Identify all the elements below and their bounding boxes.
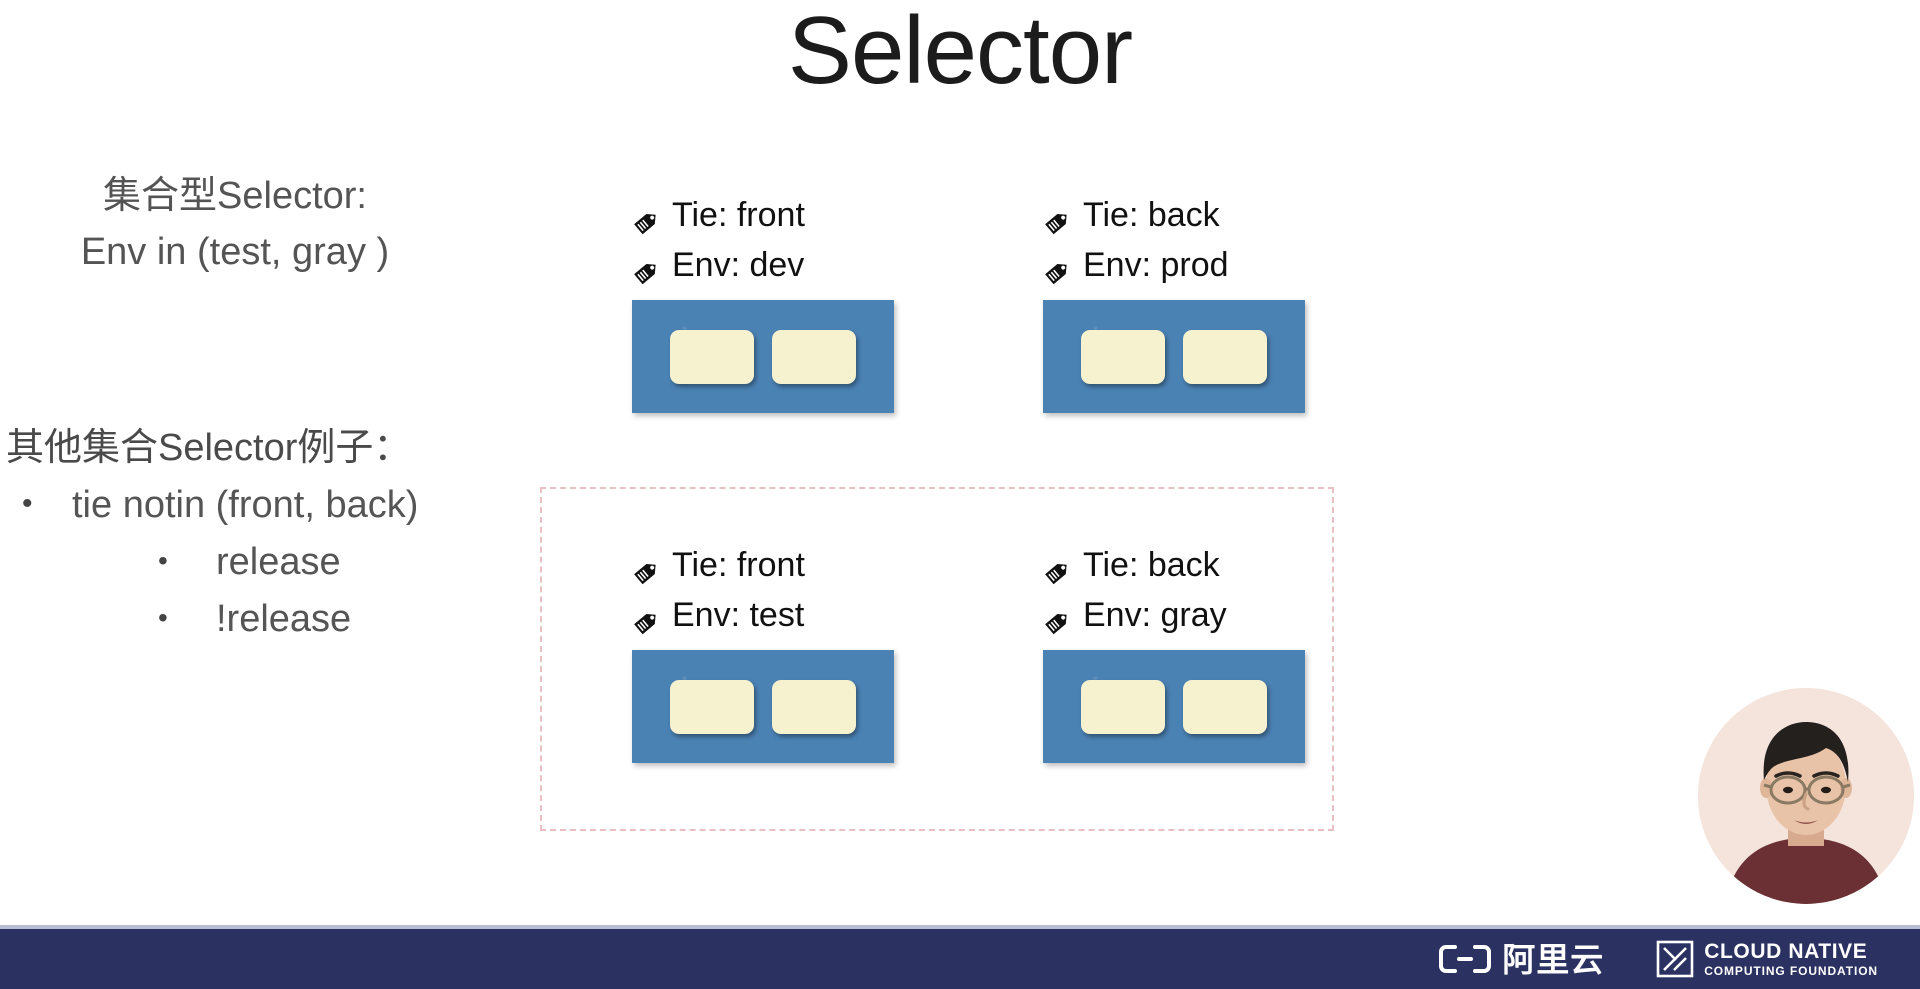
pod-label-text: Env: gray <box>1083 596 1227 634</box>
tag-icon <box>632 251 662 285</box>
container-box <box>1183 329 1267 384</box>
example-sub-bullet-list: release !release <box>6 532 536 648</box>
container-box <box>1183 679 1267 734</box>
set-selector-line-1: 集合型Selector: <box>103 175 367 217</box>
pod-label-row: Tie: front <box>632 540 894 590</box>
list-item: !release <box>6 589 536 648</box>
tag-icon <box>1043 551 1073 585</box>
pod-label-group: Tie: front <box>632 540 894 640</box>
node-box <box>1043 650 1305 763</box>
set-selector-line-2: Env in (test, gray ) <box>80 231 390 273</box>
tag-icon <box>1043 201 1073 235</box>
pod-label-text: Tie: back <box>1083 196 1220 234</box>
pod-label-text: Tie: front <box>672 196 805 234</box>
pod-label-text: Tie: back <box>1083 546 1220 584</box>
tag-icon <box>632 201 662 235</box>
tag-icon <box>1043 601 1073 635</box>
set-selector-description: 集合型Selector: Env in (test, gray ) <box>0 168 470 280</box>
pod-label-row: Tie: back <box>1043 540 1305 590</box>
container-box <box>772 329 856 384</box>
cncf-logo-text: CLOUD NATIVE COMPUTING FOUNDATION <box>1704 941 1878 977</box>
node-box <box>1043 300 1305 413</box>
node-box <box>632 300 894 413</box>
tag-icon <box>1043 251 1073 285</box>
pod-label-group: Tie: front <box>632 190 894 290</box>
aliyun-mark-icon <box>1439 945 1492 973</box>
container-box <box>670 679 754 734</box>
pod-label-row: Env: prod <box>1043 240 1305 290</box>
pod-label-text: Env: prod <box>1083 246 1229 284</box>
example-bullet-list: tie notin (front, back) <box>6 475 536 534</box>
other-examples-list: 其他集合Selector例子： tie notin (front, back) … <box>6 420 536 648</box>
container-box <box>1081 329 1165 384</box>
pod-label-text: Tie: front <box>672 546 805 584</box>
pod-back-gray: Tie: back <box>1043 540 1305 763</box>
tag-icon <box>632 551 662 585</box>
container-box <box>670 329 754 384</box>
pod-label-row: Tie: front <box>632 190 894 240</box>
list-item: release <box>6 532 536 591</box>
list-item: tie notin (front, back) <box>6 475 536 534</box>
tag-icon <box>632 601 662 635</box>
cncf-logo-line-1: CLOUD NATIVE <box>1704 940 1868 963</box>
pod-label-row: Tie: back <box>1043 190 1305 240</box>
pod-label-row: Env: gray <box>1043 590 1305 640</box>
cncf-logo-line-2: COMPUTING FOUNDATION <box>1704 964 1878 978</box>
pod-label-row: Env: test <box>632 590 894 640</box>
other-examples-heading: 其他集合Selector例子： <box>6 427 412 469</box>
selected-pods-region <box>540 487 1334 831</box>
pod-label-group: Tie: back <box>1043 540 1305 640</box>
container-box <box>772 679 856 734</box>
pod-front-dev: Tie: front <box>632 190 894 413</box>
pod-label-group: Tie: back <box>1043 190 1305 290</box>
pod-label-row: Env: dev <box>632 240 894 290</box>
container-box <box>1081 679 1165 734</box>
cncf-logo: CLOUD NATIVE COMPUTING FOUNDATION <box>1656 940 1878 978</box>
aliyun-logo: 阿里云 <box>1438 942 1604 976</box>
pod-back-prod: Tie: back <box>1043 190 1305 413</box>
presenter-webcam[interactable] <box>1698 688 1914 904</box>
pod-front-test: Tie: front <box>632 540 894 763</box>
pod-label-text: Env: dev <box>672 246 805 284</box>
pod-label-text: Env: test <box>672 596 805 634</box>
aliyun-logo-text: 阿里云 <box>1502 940 1605 978</box>
cncf-mark-icon <box>1656 940 1694 978</box>
page-title: Selector <box>787 0 1133 104</box>
footer-bar: 阿里云 CLOUD NATIVE COMPUTING FOUNDATION <box>0 925 1920 989</box>
node-box <box>632 650 894 763</box>
